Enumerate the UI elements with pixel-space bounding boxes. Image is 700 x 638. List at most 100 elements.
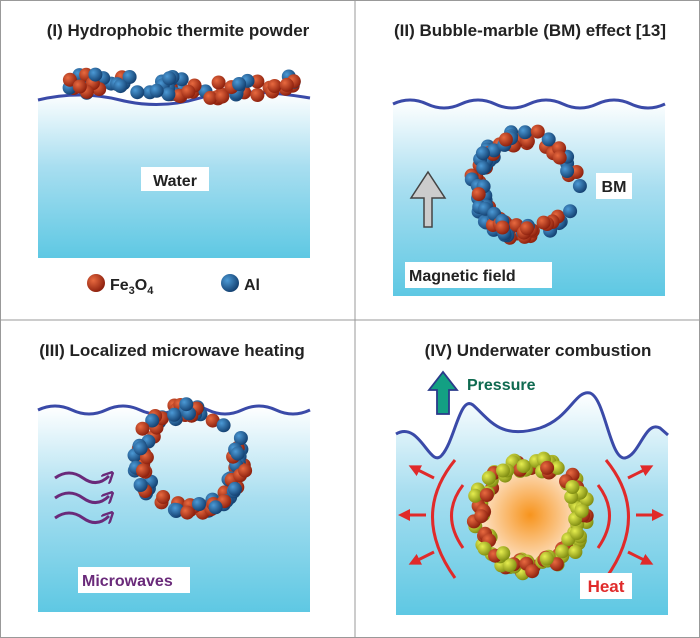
al-particle bbox=[167, 407, 182, 422]
fe3o4-particle bbox=[479, 488, 494, 502]
product-particle bbox=[569, 526, 584, 540]
fe3o4-particle bbox=[540, 460, 555, 475]
al-particle bbox=[149, 83, 164, 98]
product-particle bbox=[516, 459, 531, 474]
fe3o4-particle bbox=[62, 72, 77, 87]
al-particle bbox=[230, 446, 245, 461]
al-particle bbox=[486, 143, 501, 158]
fe3o4-particle bbox=[525, 564, 540, 579]
product-particle bbox=[468, 488, 483, 503]
al-legend-label: Al bbox=[244, 277, 260, 294]
al-particle bbox=[162, 71, 177, 86]
pressure-label: Pressure bbox=[467, 377, 536, 394]
heat-label-box bbox=[580, 573, 632, 599]
fe3o4-particle bbox=[205, 413, 220, 428]
panel-4-title: (IV) Underwater combustion bbox=[425, 341, 652, 360]
water-surface bbox=[395, 391, 669, 460]
thermite-powder bbox=[62, 67, 301, 106]
panel-4: (IV) Underwater combustion Pressure Heat bbox=[395, 341, 669, 615]
heat-arrows-icon bbox=[398, 465, 664, 565]
bubble-marble bbox=[464, 124, 587, 245]
al-particle bbox=[122, 70, 137, 84]
fe3o4-particle bbox=[135, 421, 150, 436]
magnetic-field-label-box bbox=[405, 262, 552, 288]
fe3o4-particle bbox=[136, 463, 150, 478]
al-particle bbox=[227, 481, 242, 496]
product-particle bbox=[477, 541, 492, 556]
fe3o4-particle bbox=[520, 221, 534, 236]
fe3o4-particle bbox=[267, 79, 282, 93]
fe3o4-particle bbox=[474, 509, 489, 524]
panel-1-title: (I) Hydrophobic thermite powder bbox=[47, 21, 310, 40]
fe3o4-particle bbox=[495, 220, 510, 235]
al-particle bbox=[133, 441, 148, 456]
fe3o4-particle bbox=[250, 74, 265, 89]
combusting-bubble-marble bbox=[466, 451, 594, 581]
fe3o4-legend-label: Fe3O4 bbox=[110, 277, 154, 297]
fe3o4-particle bbox=[211, 75, 226, 90]
fe3o4-legend-marker bbox=[87, 274, 105, 292]
fe3o4-particle bbox=[536, 215, 551, 230]
product-particle bbox=[574, 504, 589, 519]
fe3o4-particle bbox=[215, 89, 230, 104]
fe3o4-particle bbox=[181, 84, 196, 99]
microwave-arrows-icon bbox=[54, 473, 109, 523]
fe3o4-particle bbox=[279, 77, 294, 92]
al-particle bbox=[572, 179, 587, 193]
heat-waves-icon bbox=[431, 459, 630, 579]
fe3o4-particle bbox=[203, 90, 218, 105]
al-particle bbox=[145, 413, 160, 428]
fe3o4-particle bbox=[180, 505, 195, 520]
al-particle bbox=[133, 478, 148, 492]
microwaves-label: Microwaves bbox=[82, 573, 173, 590]
panel-3-title: (III) Localized microwave heating bbox=[39, 341, 304, 360]
water-surface bbox=[392, 98, 666, 110]
al-particle bbox=[232, 77, 247, 91]
fe3o4-particle bbox=[471, 187, 486, 202]
panel-2: (II) Bubble-marble (BM) effect [13] BM M… bbox=[392, 21, 666, 296]
al-particle bbox=[130, 85, 145, 100]
bubble-marble bbox=[127, 397, 253, 520]
product-particle bbox=[555, 544, 570, 559]
combustion-core bbox=[480, 465, 580, 565]
al-particle bbox=[88, 67, 103, 82]
product-particle bbox=[502, 558, 517, 573]
fe3o4-particle bbox=[250, 88, 265, 102]
al-legend-marker bbox=[221, 274, 239, 292]
fe3o4-particle bbox=[156, 490, 171, 504]
al-particle bbox=[541, 132, 556, 147]
fe3o4-particle bbox=[72, 79, 87, 94]
al-particle bbox=[475, 146, 490, 161]
pressure-arrow-icon bbox=[427, 370, 459, 415]
panel-3: (III) Localized microwave heating Microw… bbox=[37, 341, 311, 612]
heat-label: Heat bbox=[588, 577, 625, 596]
panel-2-title: (II) Bubble-marble (BM) effect [13] bbox=[394, 21, 666, 40]
al-particle bbox=[476, 161, 491, 175]
magnetic-field-label: Magnetic field bbox=[409, 268, 516, 285]
al-particle bbox=[161, 87, 176, 102]
fe3o4-particle bbox=[498, 132, 513, 147]
panel-1: (I) Hydrophobic thermite powder Water Fe… bbox=[37, 21, 311, 297]
product-particle bbox=[565, 480, 580, 494]
product-particle bbox=[481, 470, 496, 485]
fe3o4-particle bbox=[530, 124, 545, 139]
al-particle bbox=[518, 125, 533, 140]
water-label-box bbox=[141, 167, 209, 191]
al-particle bbox=[560, 164, 575, 178]
product-particle bbox=[539, 551, 554, 566]
fe3o4-particle bbox=[552, 150, 567, 165]
water-body bbox=[393, 100, 665, 296]
magnetic-field-arrow-icon bbox=[409, 170, 447, 228]
product-particle bbox=[550, 460, 565, 475]
al-particle bbox=[113, 79, 128, 94]
al-particle bbox=[233, 431, 248, 445]
al-particle bbox=[216, 418, 231, 433]
product-particle bbox=[496, 546, 511, 561]
microwaves-label-box bbox=[78, 567, 190, 593]
al-particle bbox=[563, 204, 578, 219]
product-particle bbox=[496, 463, 510, 478]
product-particle bbox=[568, 545, 583, 559]
al-particle bbox=[179, 397, 194, 412]
bm-label: BM bbox=[602, 179, 627, 196]
